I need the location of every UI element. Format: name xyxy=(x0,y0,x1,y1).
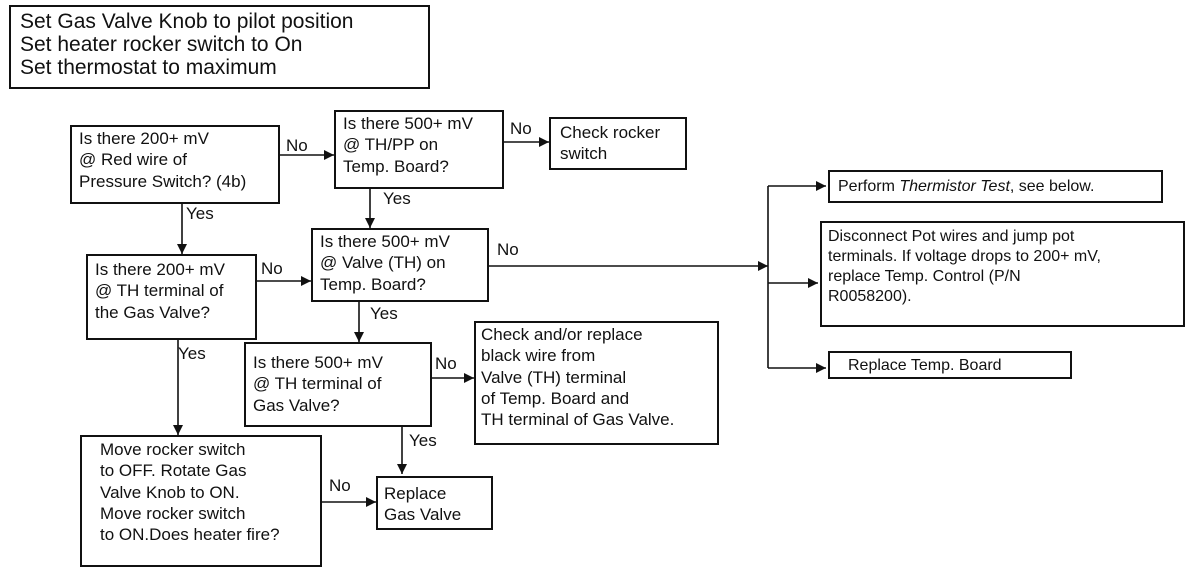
node-rocker-off-question: Move rocker switch to OFF. Rotate Gas Va… xyxy=(80,435,322,567)
node-text: of Temp. Board and xyxy=(481,388,630,408)
node-text: Gas Valve? xyxy=(253,395,340,415)
node-text: @ TH terminal of xyxy=(95,281,224,301)
node-text: the Gas Valve? xyxy=(95,302,210,322)
node-text: Is there 200+ mV xyxy=(79,129,209,148)
label-no: No xyxy=(435,354,457,373)
label-yes: Yes xyxy=(409,431,437,450)
node-thermistor-test: Perform Thermistor Test, see below. xyxy=(828,170,1163,203)
node-text: TH terminal of Gas Valve. xyxy=(481,410,675,429)
node-text: Replace xyxy=(384,484,447,503)
label-no: No xyxy=(261,259,283,278)
node-text: Valve Knob to ON. xyxy=(100,482,240,502)
node-text: Check and/or replace xyxy=(481,325,643,344)
node-text: @ Red wire of xyxy=(79,150,187,170)
node-text: Is there 500+ mV xyxy=(253,353,383,372)
node-check-rocker-switch: Check rocker switch xyxy=(549,117,687,170)
node-valve-th-question: Is there 500+ mV @ Valve (TH) on Temp. B… xyxy=(311,228,489,302)
label-yes: Yes xyxy=(383,189,411,208)
setup-line-3: Set thermostat to maximum xyxy=(20,56,277,80)
label-no: No xyxy=(510,119,532,138)
node-text: @ TH/PP on xyxy=(343,135,439,155)
label-yes: Yes xyxy=(186,204,214,223)
setup-instructions-box: Set Gas Valve Knob to pilot position Set… xyxy=(9,5,430,89)
node-text: terminals. If voltage drops to 200+ mV, xyxy=(828,248,1101,265)
thermistor-emphasis: Thermistor Test xyxy=(899,178,1010,195)
node-replace-temp-board: Replace Temp. Board xyxy=(828,351,1072,379)
node-text: replace Temp. Control (P/N xyxy=(828,268,1021,285)
thermistor-prefix: Perform xyxy=(838,178,900,195)
node-text: Is there 200+ mV xyxy=(95,260,225,279)
node-text: to ON.Does heater fire? xyxy=(100,525,280,544)
node-text: Is there 500+ mV xyxy=(343,114,473,133)
node-text: black wire from xyxy=(481,346,596,366)
node-disconnect-pot: Disconnect Pot wires and jump pot termin… xyxy=(820,221,1185,327)
node-text: Temp. Board? xyxy=(343,156,449,176)
node-text: Move rocker switch xyxy=(100,503,246,523)
node-text: Move rocker switch xyxy=(100,440,246,459)
node-text: R0058200). xyxy=(828,288,912,305)
node-text: Replace Temp. Board xyxy=(848,357,1002,374)
node-text: Perform Thermistor Test, see below. xyxy=(838,177,1161,197)
node-text: Disconnect Pot wires and jump pot xyxy=(828,228,1075,245)
node-th-pp-question: Is there 500+ mV @ TH/PP on Temp. Board? xyxy=(334,110,504,189)
node-text: Gas Valve xyxy=(384,505,462,525)
node-text: to OFF. Rotate Gas xyxy=(100,461,247,481)
node-text: Check rocker xyxy=(560,123,661,142)
node-check-black-wire: Check and/or replace black wire from Val… xyxy=(474,321,719,445)
node-th-gas-valve-question: Is there 200+ mV @ TH terminal of the Ga… xyxy=(86,254,257,340)
node-red-wire-question: Is there 200+ mV @ Red wire of Pressure … xyxy=(70,125,280,204)
node-text: @ Valve (TH) on xyxy=(320,253,446,273)
node-text: switch xyxy=(560,144,608,164)
node-replace-gas-valve: Replace Gas Valve xyxy=(376,476,493,530)
label-no: No xyxy=(497,240,519,259)
node-text: Valve (TH) terminal xyxy=(481,367,627,387)
label-no: No xyxy=(286,136,308,155)
setup-line-2: Set heater rocker switch to On xyxy=(20,33,303,57)
setup-line-1: Set Gas Valve Knob to pilot position xyxy=(20,10,354,33)
node-th-terminal-question: Is there 500+ mV @ TH terminal of Gas Va… xyxy=(244,342,432,427)
node-text: Pressure Switch? (4b) xyxy=(79,171,247,191)
node-text: Temp. Board? xyxy=(320,274,426,294)
thermistor-suffix: , see below. xyxy=(1009,178,1095,195)
label-yes: Yes xyxy=(370,304,398,323)
node-text: Is there 500+ mV xyxy=(320,232,450,251)
label-yes: Yes xyxy=(178,344,206,363)
label-no: No xyxy=(329,476,351,495)
node-text: @ TH terminal of xyxy=(253,374,382,394)
